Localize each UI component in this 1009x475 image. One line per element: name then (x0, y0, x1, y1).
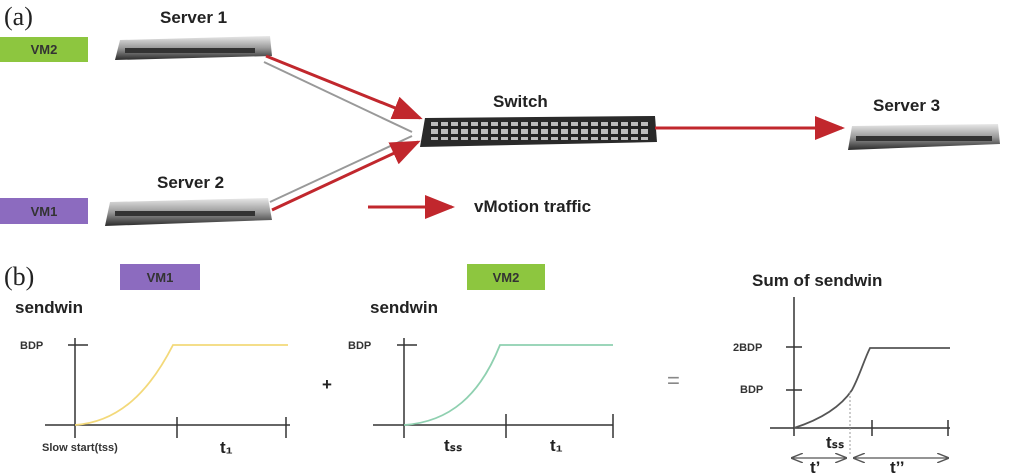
chart1-xlabel-ss: Slow start(tss) (42, 442, 118, 454)
panel-a-label: (a) (4, 2, 33, 31)
chart2-xlabel-tss: tₛₛ (444, 436, 462, 455)
chart3-axes (770, 297, 950, 436)
vm1-box-b (120, 264, 200, 290)
chart1-tick-bdp: BDP (20, 340, 43, 352)
vm2-label: VM2 (31, 42, 58, 57)
chart-vm2-sendwin: sendwin BDP tₛₛ t₁ (348, 298, 614, 455)
chart1-axes (45, 338, 290, 438)
chart3-tick-bdp: BDP (740, 384, 763, 396)
vm1-box (0, 198, 88, 224)
chart3-xlabel-tss: tₛₛ (826, 433, 844, 452)
server1-icon (115, 36, 272, 60)
vm2-label-b: VM2 (493, 270, 520, 285)
chart3-tick-2bdp: 2BDP (733, 342, 762, 354)
link-server1 (263, 61, 413, 133)
chart-vm1-sendwin: sendwin BDP Slow start(tss) t₁ (15, 298, 290, 457)
server3-label: Server 3 (873, 96, 940, 115)
chart2-axes (373, 338, 614, 438)
vm1-label: VM1 (31, 204, 58, 219)
vmotion-arrow-server1 (265, 54, 423, 120)
chart2-xlabel-t1: t₁ (550, 436, 563, 455)
chart3-span-t-double-prime: t’’ (890, 458, 904, 475)
vm2-box-b (467, 264, 545, 290)
equals-sign: = (667, 368, 680, 393)
chart2-ylabel: sendwin (370, 298, 438, 317)
chart-sum-sendwin: Sum of sendwin 2BDP BDP tₛₛ t’ t’’ (733, 271, 950, 475)
server3-icon (848, 124, 1000, 150)
vm2-box (0, 37, 88, 62)
vm1-label-b: VM1 (147, 270, 174, 285)
server1-label: Server 1 (160, 8, 227, 27)
chart2-curve (403, 344, 613, 426)
vmotion-arrow-server2 (271, 140, 421, 212)
server2-label: Server 2 (157, 173, 224, 192)
plus-sign: + (322, 375, 332, 394)
chart1-ylabel: sendwin (15, 298, 83, 317)
chart3-span-t-prime: t’ (810, 458, 820, 475)
switch-icon (420, 116, 657, 147)
switch-label: Switch (493, 92, 548, 111)
chart3-curve (793, 347, 950, 429)
chart2-tick-bdp: BDP (348, 340, 371, 352)
panel-b-label: (b) (4, 262, 34, 291)
link-server2 (269, 135, 413, 203)
chart1-curve (74, 344, 288, 426)
server2-icon (105, 198, 272, 226)
chart3-title: Sum of sendwin (752, 271, 882, 290)
legend-label: vMotion traffic (474, 197, 591, 216)
chart1-xlabel-t1: t₁ (220, 438, 233, 457)
